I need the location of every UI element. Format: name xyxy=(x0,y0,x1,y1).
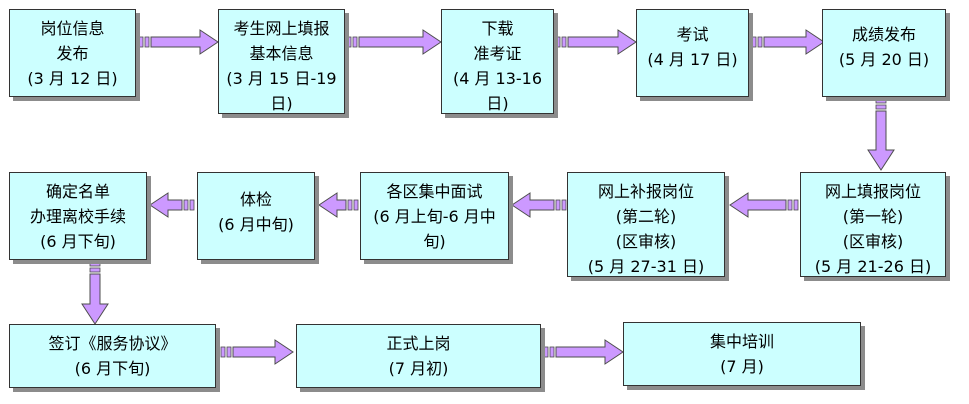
step-line: 下载 xyxy=(481,19,514,38)
step-line: 日) xyxy=(270,94,293,113)
step-line: (5 月 21-26 日) xyxy=(814,257,932,276)
step-line: 旬) xyxy=(423,232,446,251)
step-line: 正式上岗 xyxy=(386,334,451,353)
arrow-left-8-9 xyxy=(318,192,359,218)
step-line: 基本信息 xyxy=(249,44,314,63)
step-line: (6 月下旬) xyxy=(74,359,151,378)
arrow-right-4-5 xyxy=(751,29,825,55)
step-line: (第一轮) xyxy=(842,207,904,226)
step-confirm-list: 确定名单 办理离校手续 (6 月下旬) xyxy=(9,172,147,260)
step-line: 成绩发布 xyxy=(851,25,916,44)
step-line: (3 月 12 日) xyxy=(27,69,118,88)
arrow-right-2-3 xyxy=(346,29,442,55)
step-line: (7 月初) xyxy=(388,359,449,378)
step-line: 各区集中面试 xyxy=(386,182,483,201)
step-line: (4 月 17 日) xyxy=(647,50,738,69)
step-line: 确定名单 xyxy=(45,182,110,201)
step-line: (区审核) xyxy=(842,232,904,251)
arrow-left-7-8 xyxy=(511,192,567,218)
arrow-left-9-10 xyxy=(149,192,195,218)
step-start-work: 正式上岗 (7 月初) xyxy=(296,324,541,388)
step-line: 考试 xyxy=(676,25,709,44)
step-exam: 考试 (4 月 17 日) xyxy=(636,9,749,97)
step-line: (区审核) xyxy=(615,232,677,251)
step-line: (6 月上旬-6 月中 xyxy=(373,207,496,226)
arrow-down-10-11 xyxy=(81,261,109,325)
step-line: (3 月 15 日-19 xyxy=(226,69,337,88)
step-line: (5 月 20 日) xyxy=(838,50,930,69)
step-sign-agreement: 签订《服务协议》 (6 月下旬) xyxy=(9,324,216,388)
step-line: (6 月中旬) xyxy=(218,215,294,234)
arrow-right-3-4 xyxy=(555,29,637,55)
step-line: 集中培训 xyxy=(709,332,774,351)
step-line: (第二轮) xyxy=(615,207,677,226)
step-post-info: 岗位信息 发布 (3 月 12 日) xyxy=(9,9,136,97)
step-line: 发布 xyxy=(56,44,89,63)
step-online-registration: 考生网上填报 基本信息 (3 月 15 日-19 日) xyxy=(218,9,345,114)
step-line: (4 月 13-16 xyxy=(452,69,543,88)
arrow-right-1-2 xyxy=(138,29,219,55)
step-line: (6 月下旬) xyxy=(40,232,116,251)
arrow-right-12-13 xyxy=(543,339,624,365)
step-first-round: 网上填报岗位 (第一轮) (区审核) (5 月 21-26 日) xyxy=(800,172,946,277)
step-second-round: 网上补报岗位 (第二轮) (区审核) (5 月 27-31 日) xyxy=(567,172,725,277)
step-line: 准考证 xyxy=(473,44,522,63)
step-line: 考生网上填报 xyxy=(233,19,330,38)
step-line: 签订《服务协议》 xyxy=(48,334,177,353)
step-download-admission: 下载 准考证 (4 月 13-16 日) xyxy=(441,9,554,114)
arrow-left-6-7 xyxy=(729,192,799,218)
arrow-down-5-6 xyxy=(867,98,895,171)
step-line: (5 月 27-31 日) xyxy=(587,257,705,276)
step-physical-exam: 体检 (6 月中旬) xyxy=(197,172,315,260)
step-results: 成绩发布 (5 月 20 日) xyxy=(822,9,946,97)
step-training: 集中培训 (7 月) xyxy=(623,322,861,386)
step-line: 日) xyxy=(486,94,509,113)
step-line: 岗位信息 xyxy=(40,19,105,38)
step-line: 办理离校手续 xyxy=(29,207,126,226)
step-line: 网上补报岗位 xyxy=(597,182,694,201)
step-line: (7 月) xyxy=(720,357,764,376)
step-line: 网上填报岗位 xyxy=(824,182,921,201)
step-line: 体检 xyxy=(239,190,272,209)
arrow-right-11-12 xyxy=(220,339,294,365)
step-interview: 各区集中面试 (6 月上旬-6 月中 旬) xyxy=(360,172,509,260)
